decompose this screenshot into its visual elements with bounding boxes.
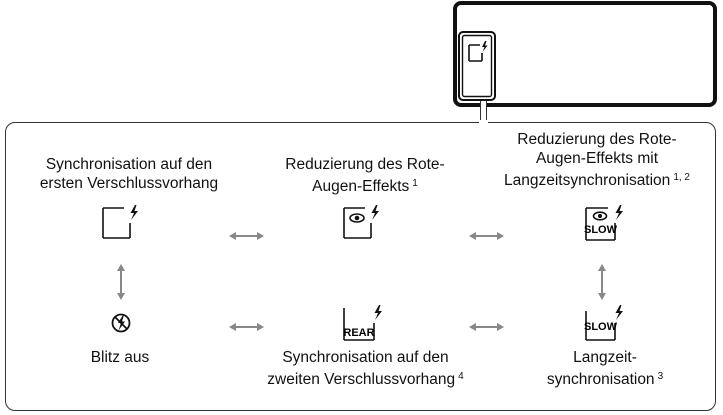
connector-cap xyxy=(479,120,488,125)
flash-off-icon xyxy=(110,312,132,334)
label-flash-off: Blitz aus xyxy=(55,348,185,367)
red-eye-slow-text: SLOW xyxy=(584,224,618,236)
footnote-1: 1 xyxy=(412,178,418,189)
footnote-1-2: 1, 2 xyxy=(673,172,690,183)
label-rear: Synchronisation auf den zweiten Verschlu… xyxy=(248,348,483,389)
double-arrow-icon xyxy=(469,231,504,241)
connector-stem xyxy=(480,97,487,123)
flash-red-eye-slow-icon: SLOW xyxy=(583,205,625,243)
double-arrow-icon xyxy=(229,231,264,241)
double-arrow-icon xyxy=(116,264,126,300)
label-rear-line2: zweiten Verschlussvorhang xyxy=(267,371,456,388)
label-slow-line2: synchronisation xyxy=(546,371,655,388)
label-red-eye-slow-line2: Augen-Effekts mit xyxy=(535,150,659,167)
footnote-3: 3 xyxy=(657,371,664,382)
label-red-eye-slow: Reduzierung des Rote- Augen-Effekts mit … xyxy=(478,130,716,190)
double-arrow-icon xyxy=(597,264,607,300)
label-rear-line1: Synchronisation auf den xyxy=(282,349,449,366)
label-red-eye-slow-line3: Langzeitsynchronisation xyxy=(504,172,671,189)
footnote-4: 4 xyxy=(458,371,464,382)
flash-rear-icon: REAR xyxy=(341,305,385,343)
label-red-eye-slow-line1: Reduzierung des Rote- xyxy=(517,131,677,148)
display-flash-indicator xyxy=(458,31,496,106)
label-red-eye-line1: Reduzierung des Rote- xyxy=(285,156,445,173)
double-arrow-icon xyxy=(469,322,504,332)
flash-first-curtain-icon xyxy=(100,205,140,241)
double-arrow-icon xyxy=(229,322,264,332)
slow-icon-text: SLOW xyxy=(584,321,618,333)
label-flash-off-line1: Blitz aus xyxy=(90,349,150,366)
label-first-curtain-line1: Synchronisation auf den xyxy=(45,156,213,173)
flash-red-eye-icon xyxy=(341,205,381,241)
modes-frame xyxy=(5,122,716,411)
flash-slow-icon: SLOW xyxy=(583,305,625,343)
label-first-curtain-line2: ersten Verschlussvorhang xyxy=(39,175,219,192)
label-slow-line1: Langzeit- xyxy=(573,349,637,366)
label-first-curtain: Synchronisation auf den ersten Verschlus… xyxy=(14,155,244,193)
camera-display xyxy=(453,1,717,107)
label-red-eye-line2: Augen-Effekts xyxy=(312,178,410,195)
rear-icon-text: REAR xyxy=(343,327,374,339)
